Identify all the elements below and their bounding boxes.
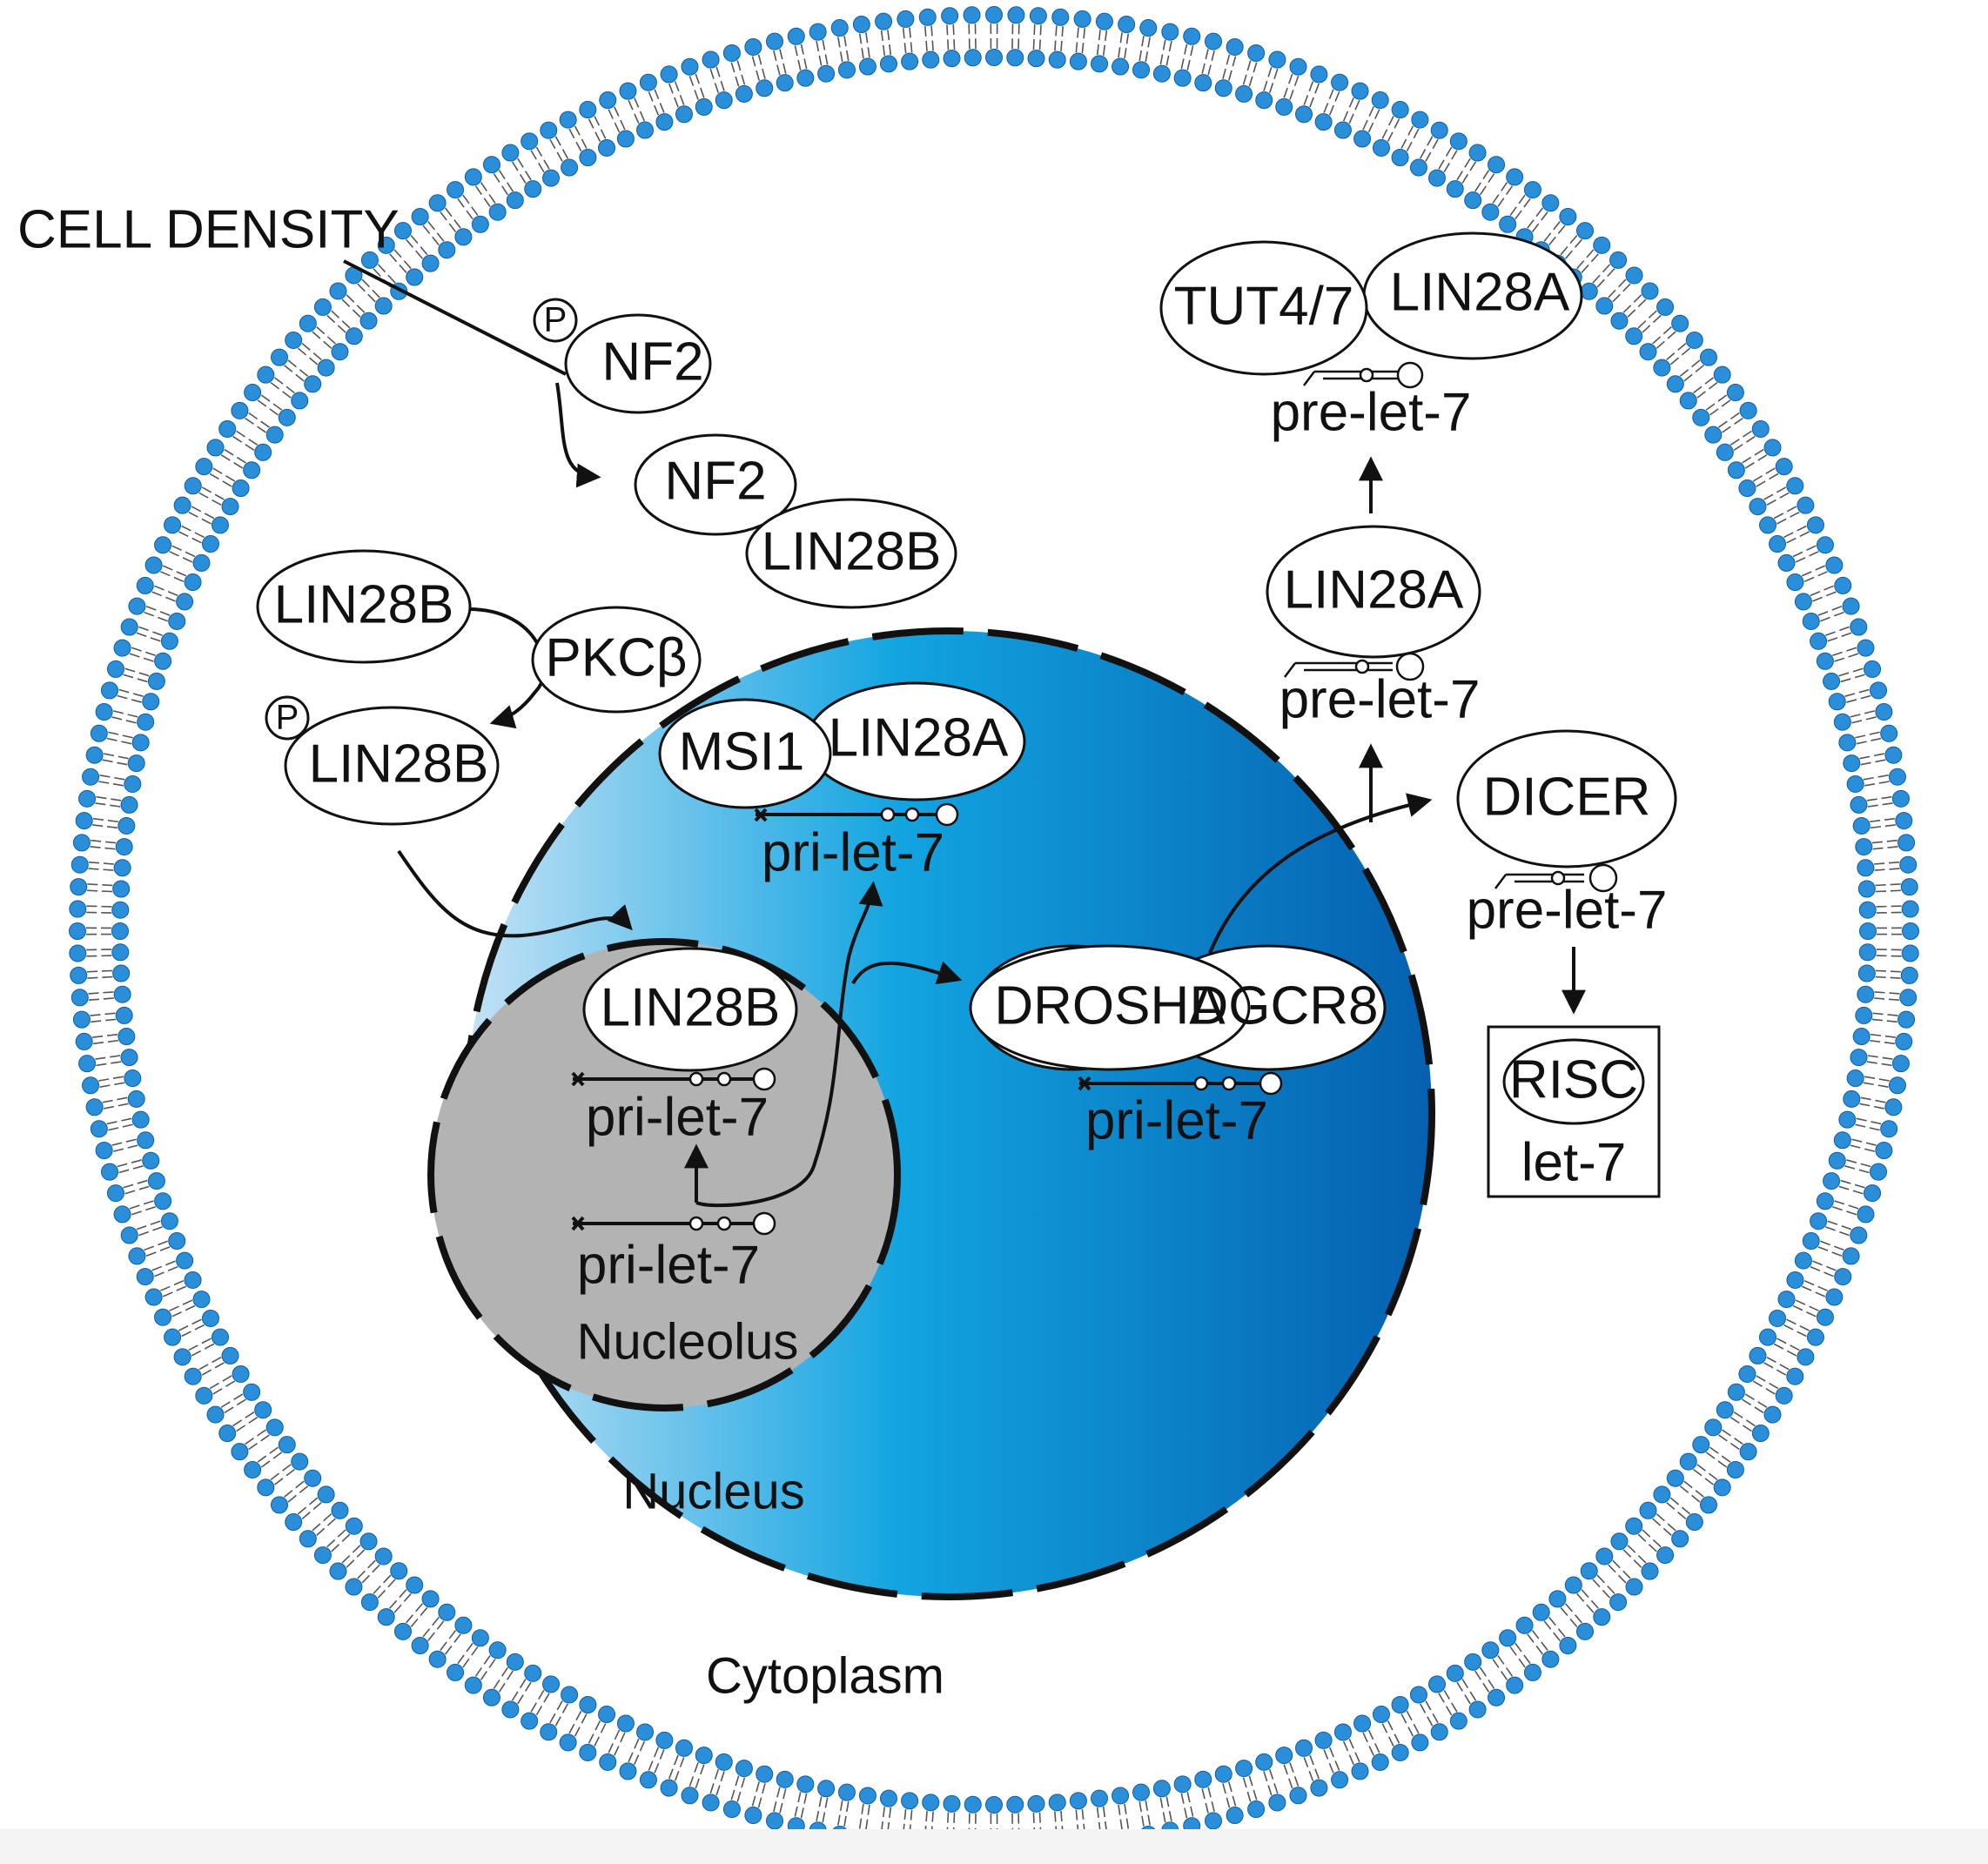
pri-let7-nucleus-label: pri-let-7 <box>762 822 944 882</box>
nf2-to-complex-arrow <box>555 382 601 488</box>
lin28b-nucleolus-oval <box>582 947 798 1072</box>
nf2-phospho-oval <box>564 313 712 414</box>
pre-let7-lin28a-label: pre-let-7 <box>1279 669 1481 729</box>
nf2-complex-label: NF2 <box>664 451 766 511</box>
phospho-circle-2 <box>265 695 310 741</box>
dgcr8-label: DGCR8 <box>1189 976 1378 1036</box>
pri-let7-hairpin-nucleolus-1 <box>571 1067 776 1091</box>
nucleolus <box>431 942 897 1408</box>
footer-band <box>0 1829 1988 1864</box>
nf2-lin28b-complex: NF2 LIN28B <box>634 433 957 609</box>
pri-let7-hairpin-drosha <box>1078 1071 1283 1096</box>
phospho-circle-1 <box>533 298 578 343</box>
msi1-label: MSI1 <box>679 721 805 781</box>
cell-membrane <box>69 6 1919 1856</box>
nucleolus-label: Nucleolus <box>577 1313 799 1370</box>
dicer-label: DICER <box>1483 767 1651 827</box>
cell-density-label: CELL DENSITY <box>17 199 400 259</box>
pri-let7-drosha-label: pri-let-7 <box>1085 1090 1268 1150</box>
lin28a-mid-oval <box>1266 525 1481 659</box>
pathway-arrows <box>343 259 1586 1208</box>
nucleus-label: Nucleus <box>622 1463 805 1519</box>
lin28b-nucleolus-label: LIN28B <box>601 977 781 1037</box>
lin28a-tut-label: LIN28A <box>1390 262 1570 322</box>
pre-let7-hairpin-dicer <box>1494 863 1618 893</box>
risc-oval <box>1502 1038 1645 1125</box>
pre-let7-tut-label: pre-let-7 <box>1271 382 1472 442</box>
drosha-dgcr8-complex: DROSHA DGCR8 <box>969 944 1387 1071</box>
pkcb-oval <box>531 606 702 714</box>
pre-let7-dicer-label: pre-let-7 <box>1467 880 1668 940</box>
drosha-label: DROSHA <box>994 976 1226 1036</box>
lin28b-phospho-label: LIN28B <box>309 734 489 794</box>
phospho-p-label-2: P <box>276 699 299 737</box>
let7-label: let-7 <box>1521 1132 1627 1192</box>
nf2-complex-oval <box>634 433 797 536</box>
risc-box: RISC let-7 <box>1487 1025 1661 1198</box>
pkcb-label: PKCβ <box>545 627 687 687</box>
lin28b-nf2-oval <box>745 498 957 609</box>
nucleolus-to-nucleus-arrow <box>695 881 883 1208</box>
to-drosha-arrow <box>851 961 963 985</box>
pri-let7-nucleolus-2-label: pri-let-7 <box>577 1235 760 1295</box>
drosha-to-dicer-arrow <box>1208 793 1433 954</box>
nucleolus-boundary <box>427 938 901 1411</box>
risc-label: RISC <box>1509 1049 1638 1110</box>
lin28b-phospho-group: LIN28B P <box>265 695 500 826</box>
pre-let7-hairpin-tut <box>1303 361 1424 389</box>
pri-let7-hairpin-nucleolus-2 <box>571 1211 776 1236</box>
pri-let7-nucleolus-1-label: pri-let-7 <box>586 1087 769 1147</box>
lin28a-mid-label: LIN28A <box>1284 560 1464 620</box>
dicer-oval <box>1456 729 1677 868</box>
cell-density-line <box>343 259 567 376</box>
tut47-oval <box>1159 240 1368 376</box>
pre-let7-hairpin-lin28a <box>1284 652 1425 681</box>
msi1-lin28a-complex: MSI1 LIN28A <box>658 681 1026 809</box>
lipid-heads <box>69 6 1919 1856</box>
lin28b-to-nucleolus-arrow <box>397 849 633 938</box>
nf2-phospho-label: NF2 <box>601 332 703 392</box>
msi1-oval <box>658 698 832 809</box>
tut47-label: TUT4/7 <box>1174 276 1354 336</box>
lin28b-top-label: LIN28B <box>274 574 454 634</box>
lin28b-phospho-oval <box>284 706 500 826</box>
lin28b-top-oval <box>256 549 472 664</box>
drosha-oval-front <box>969 944 1251 1071</box>
lin28b-nf2-label: LIN28B <box>762 521 942 581</box>
pri-let7-hairpin-nucleus <box>754 802 959 827</box>
nf2-phospho-group: NF2 P <box>533 298 712 414</box>
cytoplasm-label: Cytoplasm <box>706 1647 944 1704</box>
tut-lin28a-complex: TUT4/7 LIN28A <box>1159 231 1583 376</box>
rna-hairpins <box>571 361 1621 1236</box>
phospho-p-label-1: P <box>544 301 568 339</box>
lin28a-nucleus-label: LIN28A <box>829 707 1009 768</box>
